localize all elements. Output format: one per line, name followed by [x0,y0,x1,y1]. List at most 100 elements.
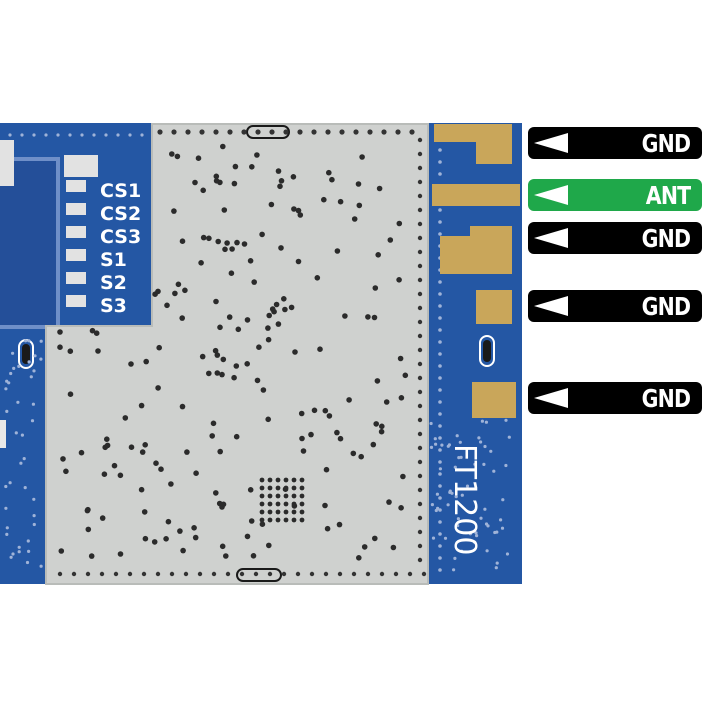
via-dot [200,187,206,194]
via-dot [142,535,149,542]
via-dot [342,313,348,319]
via-dot [241,129,247,135]
via-dot [438,160,442,164]
via-dot [494,566,498,570]
via-dot [474,531,478,535]
via-dot [434,442,438,446]
via-dot [417,403,423,409]
via-dot [417,361,423,367]
via-dot [431,536,436,540]
via-dot [267,501,273,507]
via-dot [163,536,169,542]
via-dot [68,133,72,137]
via-dot [213,490,219,496]
via-dot [398,505,404,511]
via-dot [438,232,442,236]
via-dot [281,571,287,577]
pin-label-text: GND [641,128,690,158]
via-dot [22,457,26,461]
via-dot [438,148,442,152]
via-dot [104,436,110,443]
via-dot [298,410,305,417]
via-dot [212,347,219,354]
via-dot [7,381,11,385]
via-dot [251,279,257,285]
via-dot [101,471,108,478]
via-dot [455,434,459,438]
via-dot [429,421,433,426]
via-dot [244,361,250,367]
via-dot [417,165,423,171]
via-dot [206,235,212,242]
via-dot [421,571,427,577]
arrow-left-icon [534,388,568,408]
via-dot [291,501,297,507]
via-holes [4,129,511,577]
via-dot [259,501,265,507]
via-dot [383,399,390,405]
via-dot [193,470,199,477]
via-dot [219,543,226,550]
via-dot [417,431,423,437]
via-dot [283,493,289,499]
via-dot [259,509,265,515]
via-dot [200,234,207,241]
via-dot [438,467,442,471]
pin-label-gnd-2: GND [528,222,702,254]
via-dot [99,515,106,521]
via-dot [434,508,438,513]
via-dot [138,486,145,493]
via-dot [504,463,508,468]
via-dot [217,324,223,331]
via-dot [275,517,281,523]
via-dot [67,391,74,398]
via-dot [417,389,423,395]
via-dot [361,544,368,550]
via-dot [71,571,77,577]
via-dot [400,473,406,480]
via-dot [337,435,344,442]
via-dot [321,196,327,203]
via-dot [142,442,148,448]
via-dot [217,448,223,455]
via-dot [231,180,238,187]
via-dot [5,409,9,413]
via-dot [291,517,297,523]
via-dot [438,460,442,464]
via-dot [30,419,35,423]
rf-shield-can [46,124,428,584]
via-dot [4,506,8,510]
via-dot [273,301,280,308]
via-dot [372,535,378,542]
via-dot [183,571,189,577]
via-dot [390,544,397,551]
via-dot [275,501,281,507]
pin-label-text: GND [641,223,690,253]
via-dot [453,465,457,469]
via-dot [248,518,255,524]
arrow-left-icon [534,133,568,153]
via-dot [346,397,352,403]
via-dot [438,448,442,452]
via-dot [58,548,65,554]
pin-label-gnd-1: GND [528,127,702,159]
via-dot [492,469,496,473]
via-dot [460,493,464,497]
via-dot [479,440,483,444]
arrow-left-icon [534,296,568,316]
via-dot [438,544,442,548]
via-dot [322,407,329,414]
via-dot [25,560,30,565]
via-dot [373,421,380,427]
via-dot [291,509,297,515]
via-dot [438,556,442,560]
via-dot [435,492,439,496]
via-dot [153,460,159,467]
via-dot [438,532,442,536]
via-dot [277,183,283,190]
via-dot [398,395,405,401]
via-dot [397,355,404,362]
via-dot [213,298,219,305]
via-dot [4,484,8,489]
